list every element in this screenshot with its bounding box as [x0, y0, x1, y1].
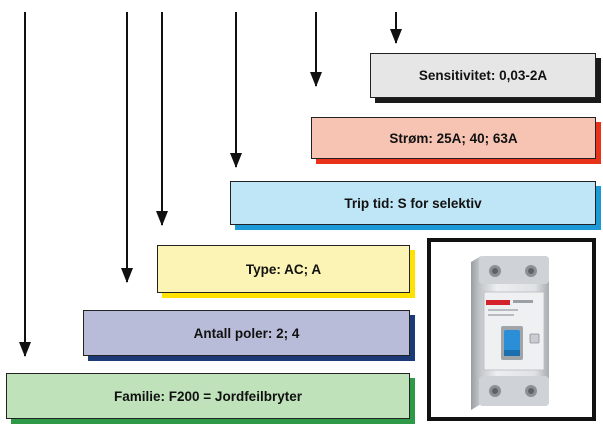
rcd-breaker-image — [471, 256, 549, 410]
arrowhead-familie-icon — [19, 342, 31, 357]
arrowhead-poler-icon — [121, 268, 133, 283]
label-familie: Familie: F200 = Jordfeilbryter — [6, 373, 410, 419]
label-type: Type: AC; A — [157, 245, 410, 293]
label-trip-text: Trip tid: S for selektiv — [344, 195, 482, 211]
label-strom-text: Strøm: 25A; 40; 63A — [389, 130, 518, 146]
arrowhead-type-icon — [156, 211, 168, 226]
label-poler-text: Antall poler: 2; 4 — [193, 325, 300, 341]
label-type-text: Type: AC; A — [245, 261, 322, 277]
arrowhead-sensitivitet-icon — [390, 29, 402, 44]
label-sensitivitet: Sensitivitet: 0,03-2A — [370, 53, 596, 98]
brand-label-band — [486, 300, 510, 305]
arrowhead-strom-icon — [310, 72, 322, 87]
arrowhead-trip-icon — [230, 153, 242, 168]
label-sensitivitet-text: Sensitivitet: 0,03-2A — [418, 68, 548, 83]
breaker-toggle — [504, 330, 520, 352]
label-familie-text: Familie: F200 = Jordfeilbryter — [114, 388, 302, 404]
product-image-frame — [427, 238, 596, 421]
label-poler: Antall poler: 2; 4 — [83, 310, 410, 356]
label-trip: Trip tid: S for selektiv — [230, 181, 596, 225]
label-strom: Strøm: 25A; 40; 63A — [311, 117, 596, 159]
